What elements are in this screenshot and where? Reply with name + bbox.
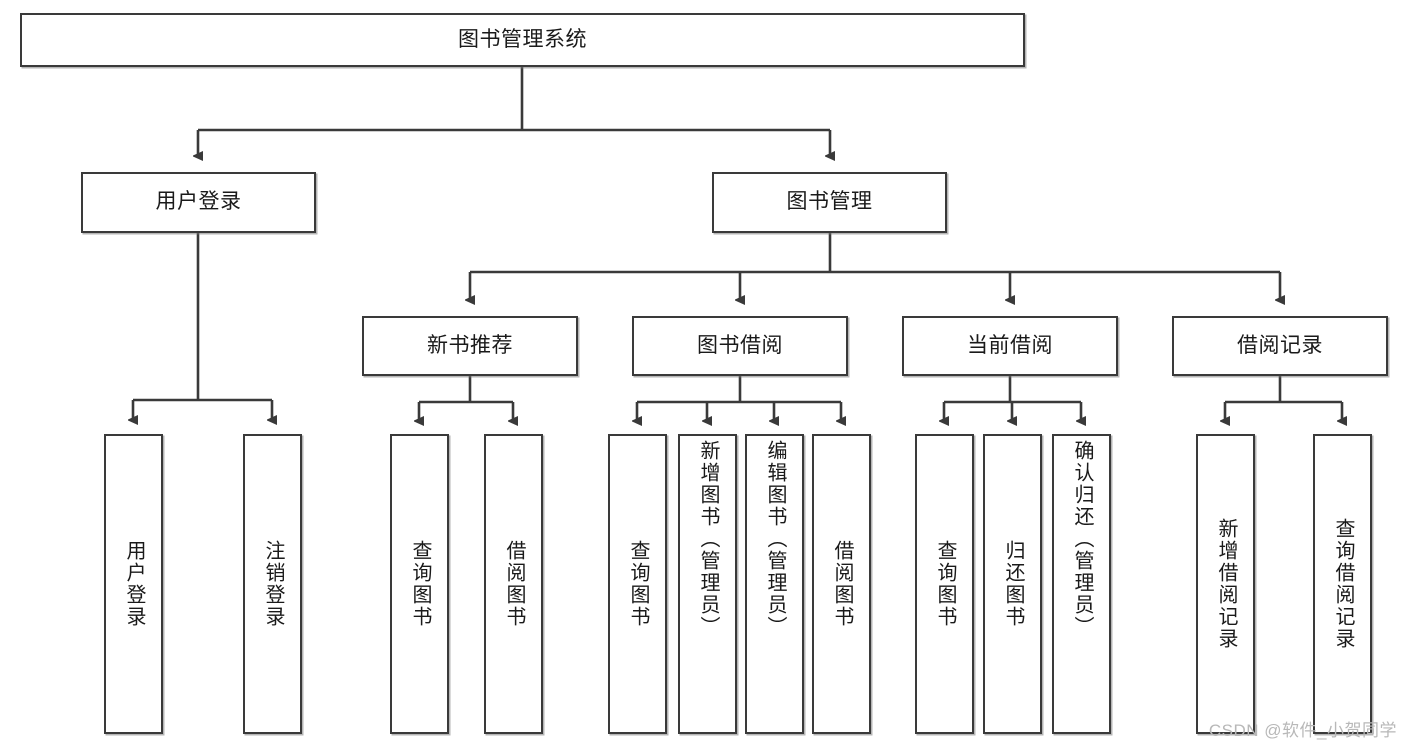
node-label: 查询图书 xyxy=(409,540,431,628)
node-root-system[interactable]: 图书管理系统 xyxy=(20,13,1025,67)
node-label: 图书管理 xyxy=(786,190,873,214)
leaf-book-borrow-add[interactable]: 新增图书（管理员） xyxy=(678,434,737,734)
node-label: 注销登录 xyxy=(262,540,284,628)
node-label: 图书借阅 xyxy=(697,333,783,357)
leaf-borrow-record-query[interactable]: 查询借阅记录 xyxy=(1313,434,1372,734)
node-book-borrow[interactable]: 图书借阅 xyxy=(632,316,848,376)
node-label: 查询借阅记录 xyxy=(1332,518,1354,650)
node-label: 查询图书 xyxy=(627,540,649,628)
leaf-book-borrow-edit[interactable]: 编辑图书（管理员） xyxy=(745,434,804,734)
node-label: 当前借阅 xyxy=(967,333,1053,357)
node-book-management[interactable]: 图书管理 xyxy=(712,172,947,233)
leaf-book-borrow-borrow[interactable]: 借阅图书 xyxy=(812,434,871,734)
leaf-current-borrow-confirm[interactable]: 确认归还（管理员） xyxy=(1052,434,1111,734)
node-label: 新增借阅记录 xyxy=(1215,518,1237,650)
node-current-borrow[interactable]: 当前借阅 xyxy=(902,316,1118,376)
leaf-user-login-logout[interactable]: 注销登录 xyxy=(243,434,302,734)
node-label: 编辑图书（管理员） xyxy=(764,440,786,638)
node-label: 确认归还（管理员） xyxy=(1071,440,1093,638)
leaf-book-borrow-query[interactable]: 查询图书 xyxy=(608,434,667,734)
leaf-borrow-record-add[interactable]: 新增借阅记录 xyxy=(1196,434,1255,734)
node-label: 借阅记录 xyxy=(1237,333,1323,357)
node-label: 用户登录 xyxy=(155,190,242,214)
node-label: 图书管理系统 xyxy=(458,27,587,51)
node-label: 新增图书（管理员） xyxy=(697,440,719,638)
node-new-book-recommend[interactable]: 新书推荐 xyxy=(362,316,578,376)
node-label: 新书推荐 xyxy=(427,333,513,357)
node-label: 借阅图书 xyxy=(831,540,853,628)
leaf-user-login-login[interactable]: 用户登录 xyxy=(104,434,163,734)
node-borrow-record[interactable]: 借阅记录 xyxy=(1172,316,1388,376)
leaf-current-borrow-return[interactable]: 归还图书 xyxy=(983,434,1042,734)
node-user-login[interactable]: 用户登录 xyxy=(81,172,316,233)
node-label: 借阅图书 xyxy=(503,540,525,628)
node-label: 用户登录 xyxy=(123,540,145,628)
leaf-new-book-borrow[interactable]: 借阅图书 xyxy=(484,434,543,734)
leaf-new-book-query[interactable]: 查询图书 xyxy=(390,434,449,734)
leaf-current-borrow-query[interactable]: 查询图书 xyxy=(915,434,974,734)
node-label: 查询图书 xyxy=(934,540,956,628)
node-label: 归还图书 xyxy=(1002,540,1024,628)
